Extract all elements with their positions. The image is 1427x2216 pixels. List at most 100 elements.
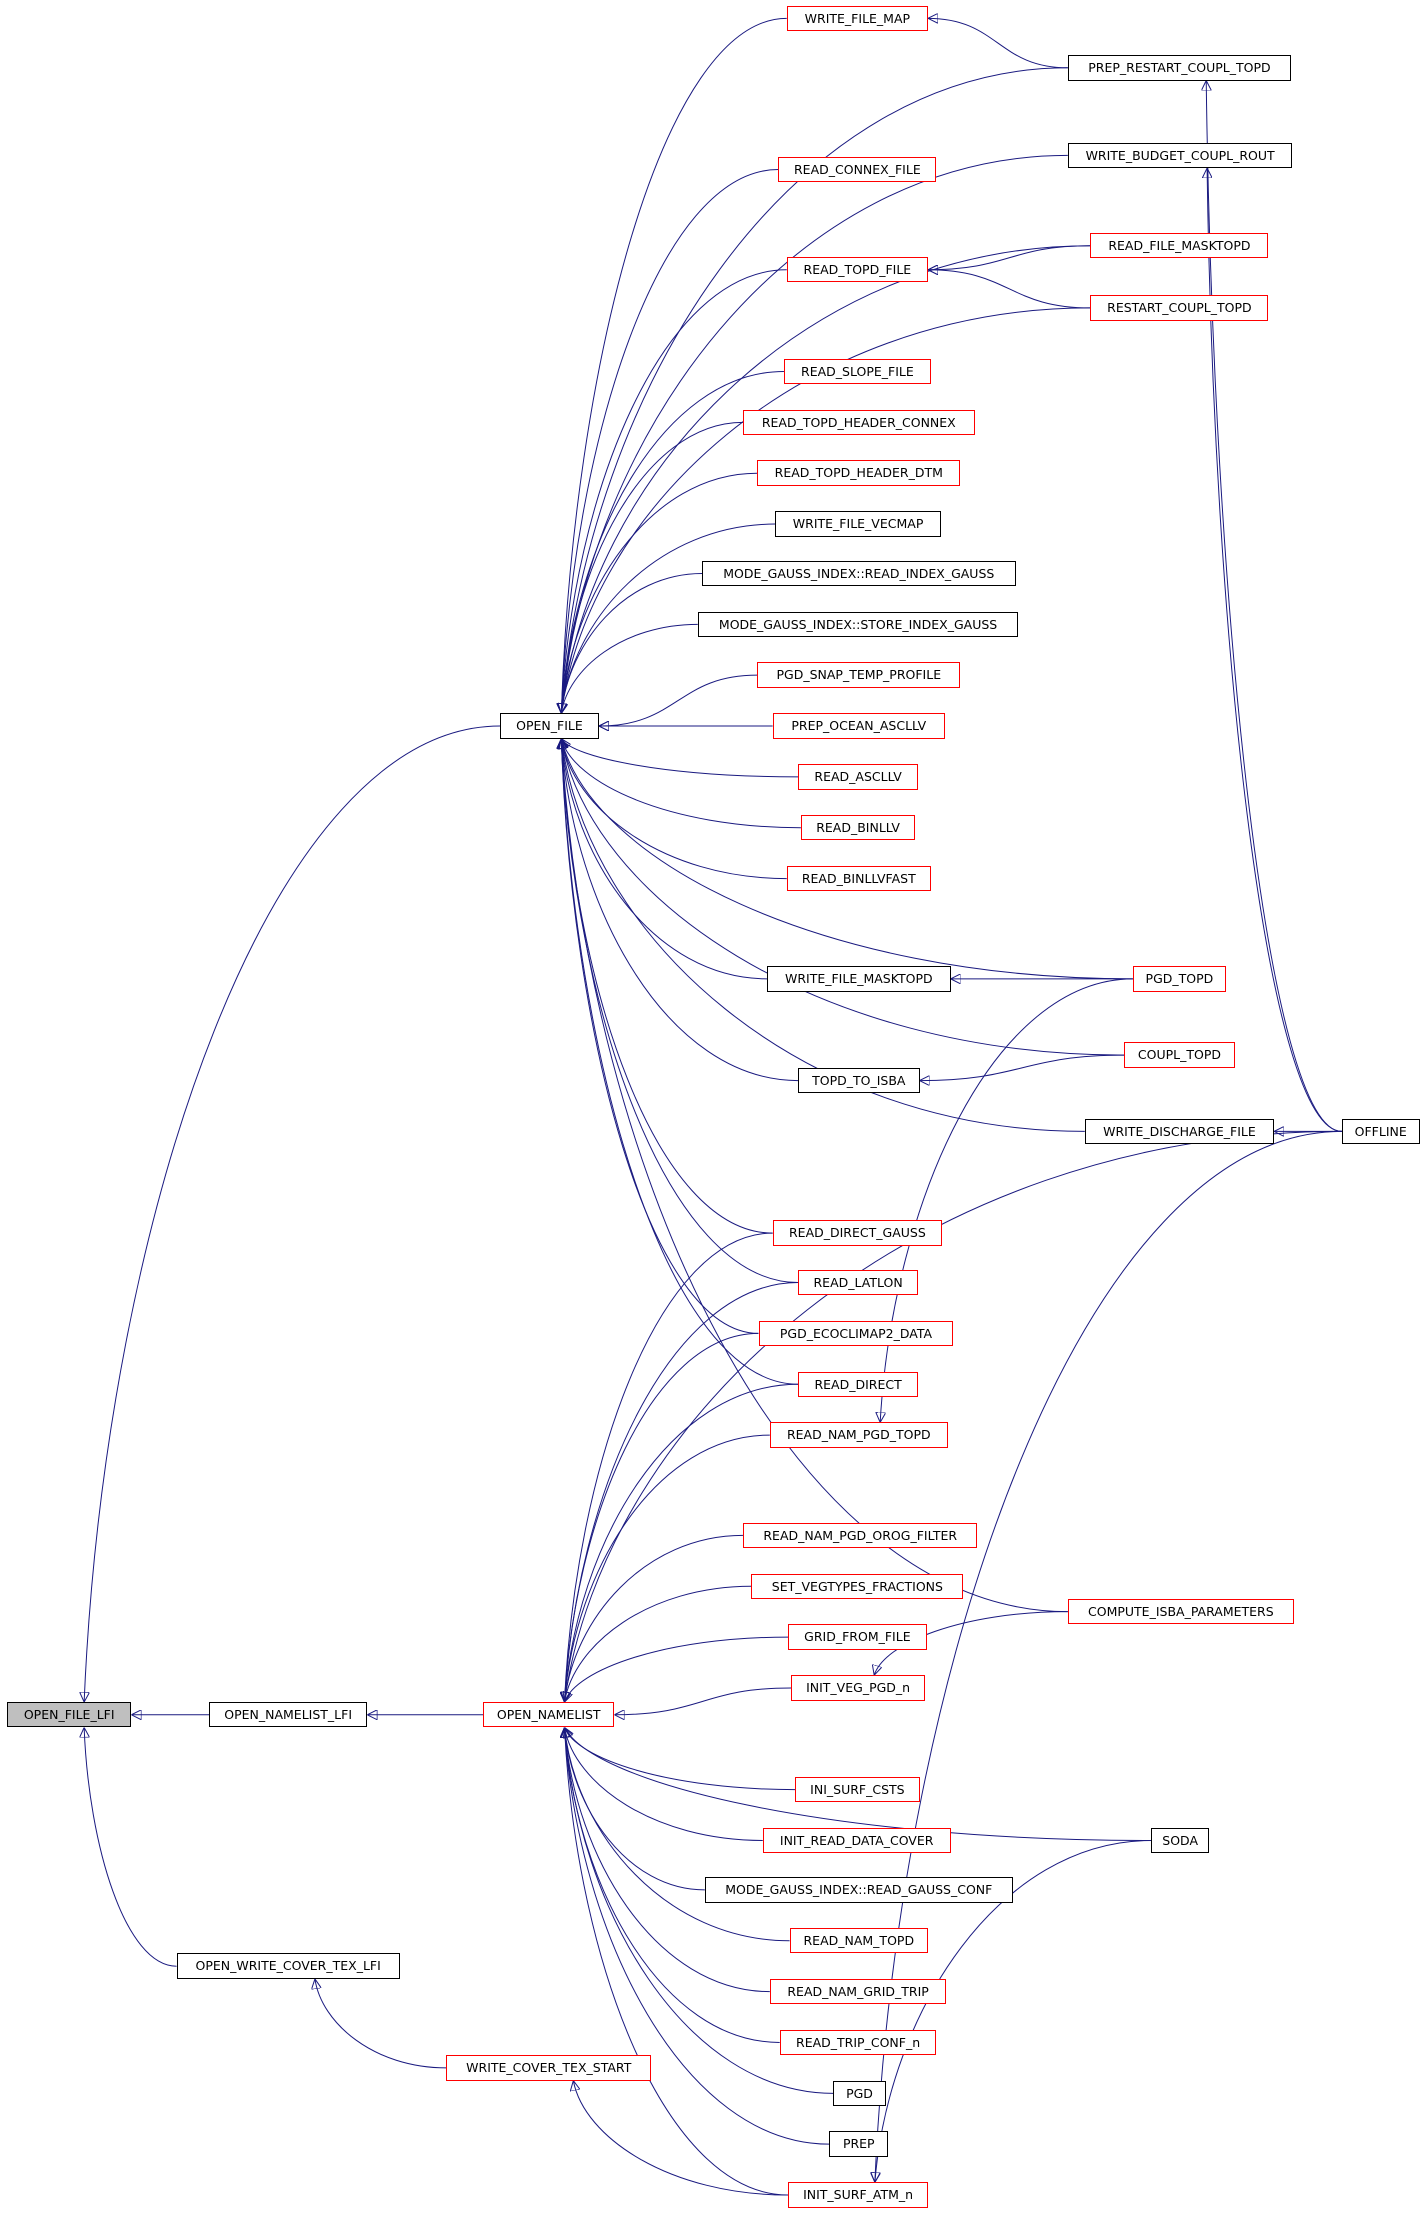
edge-init-read-data-cover-to-open-namelist bbox=[565, 1727, 763, 1841]
edge-read-direct-gauss-to-open-namelist bbox=[565, 1232, 773, 1702]
node-ini-surf-csts[interactable]: INI_SURF_CSTS bbox=[795, 1776, 920, 1803]
edge-read-nam-pgd-orog-filter-to-open-namelist bbox=[565, 1534, 743, 1702]
edge-read-file-masktopd-to-open-file bbox=[561, 245, 1091, 714]
edge-mgi-read-gauss-conf-to-open-namelist bbox=[565, 1727, 705, 1891]
edge-mgi-read-index-gauss-to-open-file bbox=[561, 572, 703, 713]
edge-prep-restart-coupl-topd-to-write-file-map bbox=[928, 18, 1068, 69]
edge-ini-surf-csts-to-open-namelist bbox=[565, 1727, 796, 1791]
edge-read-binllvfast-to-open-file bbox=[561, 739, 787, 880]
edge-offline-to-open-namelist bbox=[565, 1130, 1342, 1702]
node-read-topd-header-dtm[interactable]: READ_TOPD_HEADER_DTM bbox=[757, 460, 961, 486]
node-write-file-map[interactable]: WRITE_FILE_MAP bbox=[786, 5, 928, 32]
edge-read-connex-file-to-open-file bbox=[561, 169, 779, 714]
edge-mgi-store-index-gauss-to-open-file bbox=[561, 623, 698, 713]
node-write-file-vecmap[interactable]: WRITE_FILE_VECMAP bbox=[775, 511, 941, 537]
node-read-nam-pgd-orog-filter[interactable]: READ_NAM_PGD_OROG_FILTER bbox=[742, 1522, 978, 1549]
node-read-nam-grid-trip[interactable]: READ_NAM_GRID_TRIP bbox=[769, 1978, 947, 2005]
node-read-topd-header-connex[interactable]: READ_TOPD_HEADER_CONNEX bbox=[742, 409, 975, 436]
edge-pgd-to-open-namelist bbox=[565, 1727, 834, 2094]
edge-read-direct-gauss-to-open-file bbox=[561, 739, 773, 1234]
node-write-cover-tex-start[interactable]: WRITE_COVER_TEX_START bbox=[446, 2055, 652, 2081]
node-read-direct[interactable]: READ_DIRECT bbox=[798, 1371, 919, 1397]
node-read-latlon[interactable]: READ_LATLON bbox=[798, 1269, 919, 1296]
node-restart-coupl-topd[interactable]: RESTART_COUPL_TOPD bbox=[1090, 295, 1269, 321]
node-coupl-topd[interactable]: COUPL_TOPD bbox=[1124, 1042, 1235, 1068]
edge-read-nam-topd-to-open-namelist bbox=[565, 1727, 790, 1942]
node-offline[interactable]: OFFLINE bbox=[1341, 1118, 1420, 1145]
edge-offline-to-write-budget-coupl-rout bbox=[1207, 168, 1342, 1132]
node-mgi-read-gauss-conf[interactable]: MODE_GAUSS_INDEX::READ_GAUSS_CONF bbox=[704, 1877, 1013, 1903]
node-open-namelist-lfi[interactable]: OPEN_NAMELIST_LFI bbox=[209, 1702, 368, 1728]
node-read-trip-conf-n[interactable]: READ_TRIP_CONF_n bbox=[779, 2029, 937, 2056]
edge-read-topd-header-dtm-to-open-file bbox=[561, 472, 758, 713]
edge-read-ascllv-to-open-file bbox=[561, 739, 799, 778]
node-pgd[interactable]: PGD bbox=[833, 2080, 886, 2107]
edge-init-surf-atm-n-to-open-namelist bbox=[565, 1727, 789, 2196]
node-pgd-snap-temp-profile[interactable]: PGD_SNAP_TEMP_PROFILE bbox=[757, 662, 961, 688]
edge-read-file-masktopd-to-read-topd-file bbox=[928, 245, 1091, 270]
edge-prep-restart-coupl-topd-to-open-file bbox=[561, 67, 1068, 714]
node-mgi-store-index-gauss[interactable]: MODE_GAUSS_INDEX::STORE_INDEX_GAUSS bbox=[697, 611, 1019, 638]
edge-open-file-to-open-file-lfi bbox=[84, 725, 501, 1702]
node-write-file-masktopd[interactable]: WRITE_FILE_MASKTOPD bbox=[766, 966, 951, 992]
edge-write-discharge-file-to-open-file bbox=[561, 739, 1085, 1132]
edge-coupl-topd-to-open-file bbox=[561, 739, 1125, 1056]
node-read-topd-file[interactable]: READ_TOPD_FILE bbox=[786, 257, 928, 283]
edge-read-direct-to-open-namelist bbox=[565, 1383, 799, 1702]
node-read-binllvfast[interactable]: READ_BINLLVFAST bbox=[786, 865, 931, 892]
edge-pgd-topd-to-read-nam-pgd-topd bbox=[880, 978, 1133, 1423]
node-prep-restart-coupl-topd[interactable]: PREP_RESTART_COUPL_TOPD bbox=[1067, 55, 1292, 81]
node-write-discharge-file[interactable]: WRITE_DISCHARGE_FILE bbox=[1084, 1118, 1275, 1145]
node-read-nam-topd[interactable]: READ_NAM_TOPD bbox=[789, 1928, 928, 1954]
edge-prep-to-open-namelist bbox=[565, 1727, 830, 2145]
node-compute-isba-parameters[interactable]: COMPUTE_ISBA_PARAMETERS bbox=[1067, 1598, 1294, 1625]
node-read-ascllv[interactable]: READ_ASCLLV bbox=[798, 764, 919, 790]
edge-pgd-ecoclimap2-data-to-open-namelist bbox=[565, 1332, 759, 1702]
node-pgd-ecoclimap2-data[interactable]: PGD_ECOCLIMAP2_DATA bbox=[758, 1320, 954, 1347]
node-topd-to-isba[interactable]: TOPD_TO_ISBA bbox=[798, 1067, 920, 1094]
node-open-namelist[interactable]: OPEN_NAMELIST bbox=[483, 1702, 615, 1728]
edge-compute-isba-parameters-to-init-veg-pgd-n bbox=[874, 1611, 1068, 1676]
edge-init-surf-atm-n-to-write-cover-tex-start bbox=[573, 2081, 789, 2196]
node-read-connex-file[interactable]: READ_CONNEX_FILE bbox=[778, 156, 937, 183]
node-open-file-lfi[interactable]: OPEN_FILE_LFI bbox=[7, 1702, 132, 1728]
node-read-direct-gauss[interactable]: READ_DIRECT_GAUSS bbox=[772, 1220, 943, 1246]
node-init-surf-atm-n[interactable]: INIT_SURF_ATM_n bbox=[788, 2182, 928, 2208]
node-set-vegtypes-fractions[interactable]: SET_VEGTYPES_FRACTIONS bbox=[751, 1573, 964, 1599]
node-soda[interactable]: SODA bbox=[1151, 1827, 1210, 1854]
edge-read-topd-file-to-open-file bbox=[561, 269, 787, 714]
edge-read-direct-to-open-file bbox=[561, 739, 799, 1385]
edge-read-nam-grid-trip-to-open-namelist bbox=[565, 1727, 770, 1993]
edge-init-veg-pgd-n-to-open-namelist bbox=[614, 1687, 792, 1715]
edge-restart-coupl-topd-to-open-file bbox=[561, 307, 1091, 713]
node-read-file-masktopd[interactable]: READ_FILE_MASKTOPD bbox=[1090, 233, 1269, 259]
edge-write-file-map-to-open-file bbox=[561, 17, 787, 713]
edge-read-binllv-to-open-file bbox=[561, 739, 801, 829]
node-read-nam-pgd-topd[interactable]: READ_NAM_PGD_TOPD bbox=[769, 1422, 948, 1448]
node-read-binllv[interactable]: READ_BINLLV bbox=[800, 815, 916, 841]
node-open-write-cover-tex-lfi[interactable]: OPEN_WRITE_COVER_TEX_LFI bbox=[176, 1953, 400, 1979]
edge-coupl-topd-to-topd-to-isba bbox=[920, 1054, 1125, 1080]
edge-write-file-masktopd-to-open-file bbox=[561, 739, 767, 980]
edge-grid-from-file-to-open-namelist bbox=[565, 1636, 789, 1702]
node-init-read-data-cover[interactable]: INIT_READ_DATA_COVER bbox=[762, 1827, 951, 1854]
edge-read-latlon-to-open-file bbox=[561, 739, 799, 1284]
edge-pgd-snap-temp-profile-to-open-file bbox=[599, 674, 758, 726]
node-read-slope-file[interactable]: READ_SLOPE_FILE bbox=[783, 358, 931, 385]
node-init-veg-pgd-n[interactable]: INIT_VEG_PGD_n bbox=[791, 1675, 926, 1701]
edge-write-cover-tex-start-to-open-write-cover-tex-lfi bbox=[315, 1979, 447, 2069]
node-mgi-read-index-gauss[interactable]: MODE_GAUSS_INDEX::READ_INDEX_GAUSS bbox=[702, 560, 1016, 587]
node-pgd-topd[interactable]: PGD_TOPD bbox=[1132, 966, 1227, 992]
node-grid-from-file[interactable]: GRID_FROM_FILE bbox=[788, 1624, 927, 1650]
edge-pgd-ecoclimap2-data-to-open-file bbox=[561, 739, 759, 1334]
node-prep-ocean-ascllv[interactable]: PREP_OCEAN_ASCLLV bbox=[772, 713, 945, 739]
edge-soda-to-init-surf-atm-n bbox=[875, 1839, 1152, 2182]
node-prep[interactable]: PREP bbox=[829, 2131, 889, 2157]
edge-read-topd-header-connex-to-open-file bbox=[561, 421, 743, 713]
edge-pgd-topd-to-open-file bbox=[561, 739, 1133, 980]
edge-open-write-cover-tex-lfi-to-open-file-lfi bbox=[84, 1727, 177, 1967]
node-open-file[interactable]: OPEN_FILE bbox=[500, 713, 599, 739]
node-write-budget-coupl-rout[interactable]: WRITE_BUDGET_COUPL_ROUT bbox=[1067, 142, 1293, 169]
